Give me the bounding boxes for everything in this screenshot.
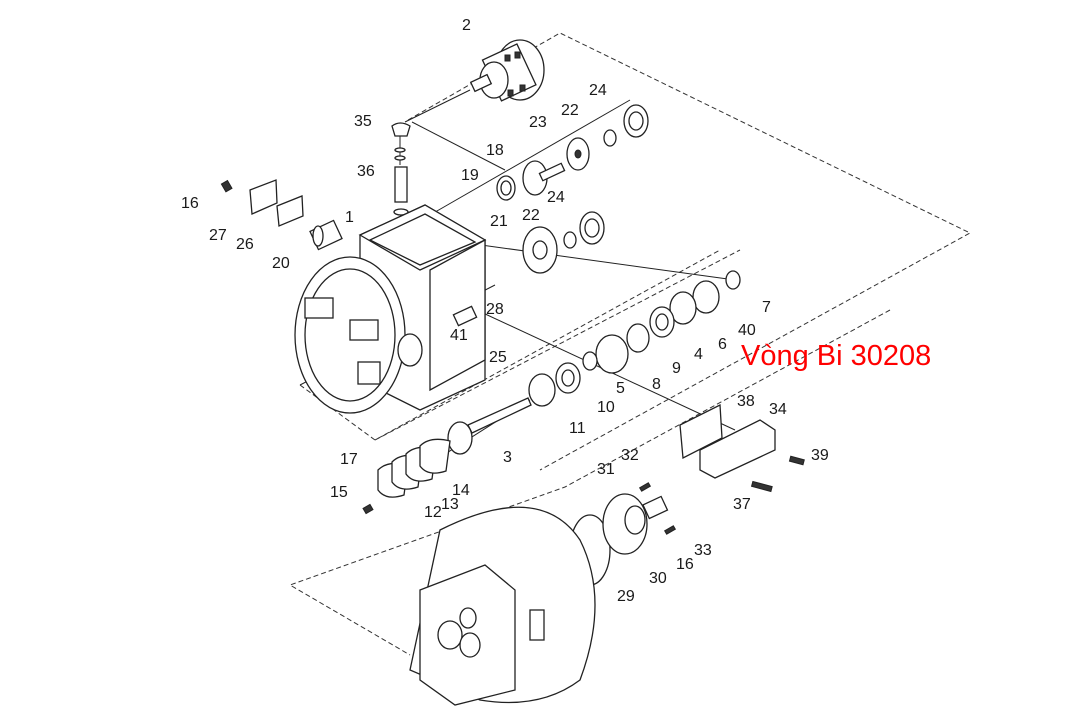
callout-1: 1 bbox=[345, 209, 354, 226]
callout-23: 23 bbox=[529, 114, 547, 131]
callout-24: 24 bbox=[589, 82, 607, 99]
part-cover-plates bbox=[220, 179, 343, 251]
callout-27: 27 bbox=[209, 227, 227, 244]
part-flywheel-housing bbox=[409, 506, 596, 706]
callout-20: 20 bbox=[272, 255, 290, 272]
callout-22: 22 bbox=[561, 102, 579, 119]
callout-18: 18 bbox=[486, 142, 504, 159]
part-2-clutch-drum bbox=[469, 39, 545, 102]
callout-19: 19 bbox=[461, 167, 479, 184]
callout-24: 24 bbox=[547, 189, 565, 206]
part-output-shaft-stack bbox=[447, 270, 741, 455]
part-shift-forks bbox=[362, 438, 451, 515]
callout-4: 4 bbox=[694, 346, 703, 363]
callout-12: 12 bbox=[424, 504, 442, 521]
callout-36: 36 bbox=[357, 163, 375, 180]
callout-39: 39 bbox=[811, 447, 829, 464]
part-gears-upper bbox=[496, 104, 649, 274]
callout-2: 2 bbox=[462, 17, 471, 34]
callout-10: 10 bbox=[597, 399, 615, 416]
callout-7: 7 bbox=[762, 299, 771, 316]
callout-16: 16 bbox=[181, 195, 199, 212]
callout-13: 13 bbox=[441, 496, 459, 513]
callout-31: 31 bbox=[597, 461, 615, 478]
callout-21: 21 bbox=[490, 213, 508, 230]
callout-16: 16 bbox=[676, 556, 694, 573]
callout-37: 37 bbox=[733, 496, 751, 513]
callout-5: 5 bbox=[616, 380, 625, 397]
callout-17: 17 bbox=[340, 451, 358, 468]
callout-3: 3 bbox=[503, 449, 512, 466]
callout-22: 22 bbox=[522, 207, 540, 224]
callout-6: 6 bbox=[718, 336, 727, 353]
callout-35: 35 bbox=[354, 113, 372, 130]
part-shifter-assembly bbox=[679, 403, 805, 493]
assembly-guide-lines bbox=[288, 32, 972, 656]
callout-25: 25 bbox=[489, 349, 507, 366]
callout-40: 40 bbox=[738, 322, 756, 339]
callout-28: 28 bbox=[486, 301, 504, 318]
bearing-annotation: Vòng Bi 30208 bbox=[741, 340, 932, 372]
callout-14: 14 bbox=[452, 482, 470, 499]
callout-9: 9 bbox=[672, 360, 681, 377]
callout-8: 8 bbox=[652, 376, 661, 393]
part-35-36-plunger bbox=[391, 122, 411, 216]
callout-41: 41 bbox=[450, 327, 468, 344]
callout-33: 33 bbox=[694, 542, 712, 559]
callout-38: 38 bbox=[737, 393, 755, 410]
callout-11: 11 bbox=[569, 420, 586, 437]
callout-30: 30 bbox=[649, 570, 667, 587]
callout-34: 34 bbox=[769, 401, 787, 418]
part-pump-flange bbox=[569, 482, 677, 586]
callout-32: 32 bbox=[621, 447, 639, 464]
callout-29: 29 bbox=[617, 588, 635, 605]
callout-15: 15 bbox=[330, 484, 348, 501]
part-1-gearbox-housing bbox=[294, 204, 487, 414]
callout-26: 26 bbox=[236, 236, 254, 253]
